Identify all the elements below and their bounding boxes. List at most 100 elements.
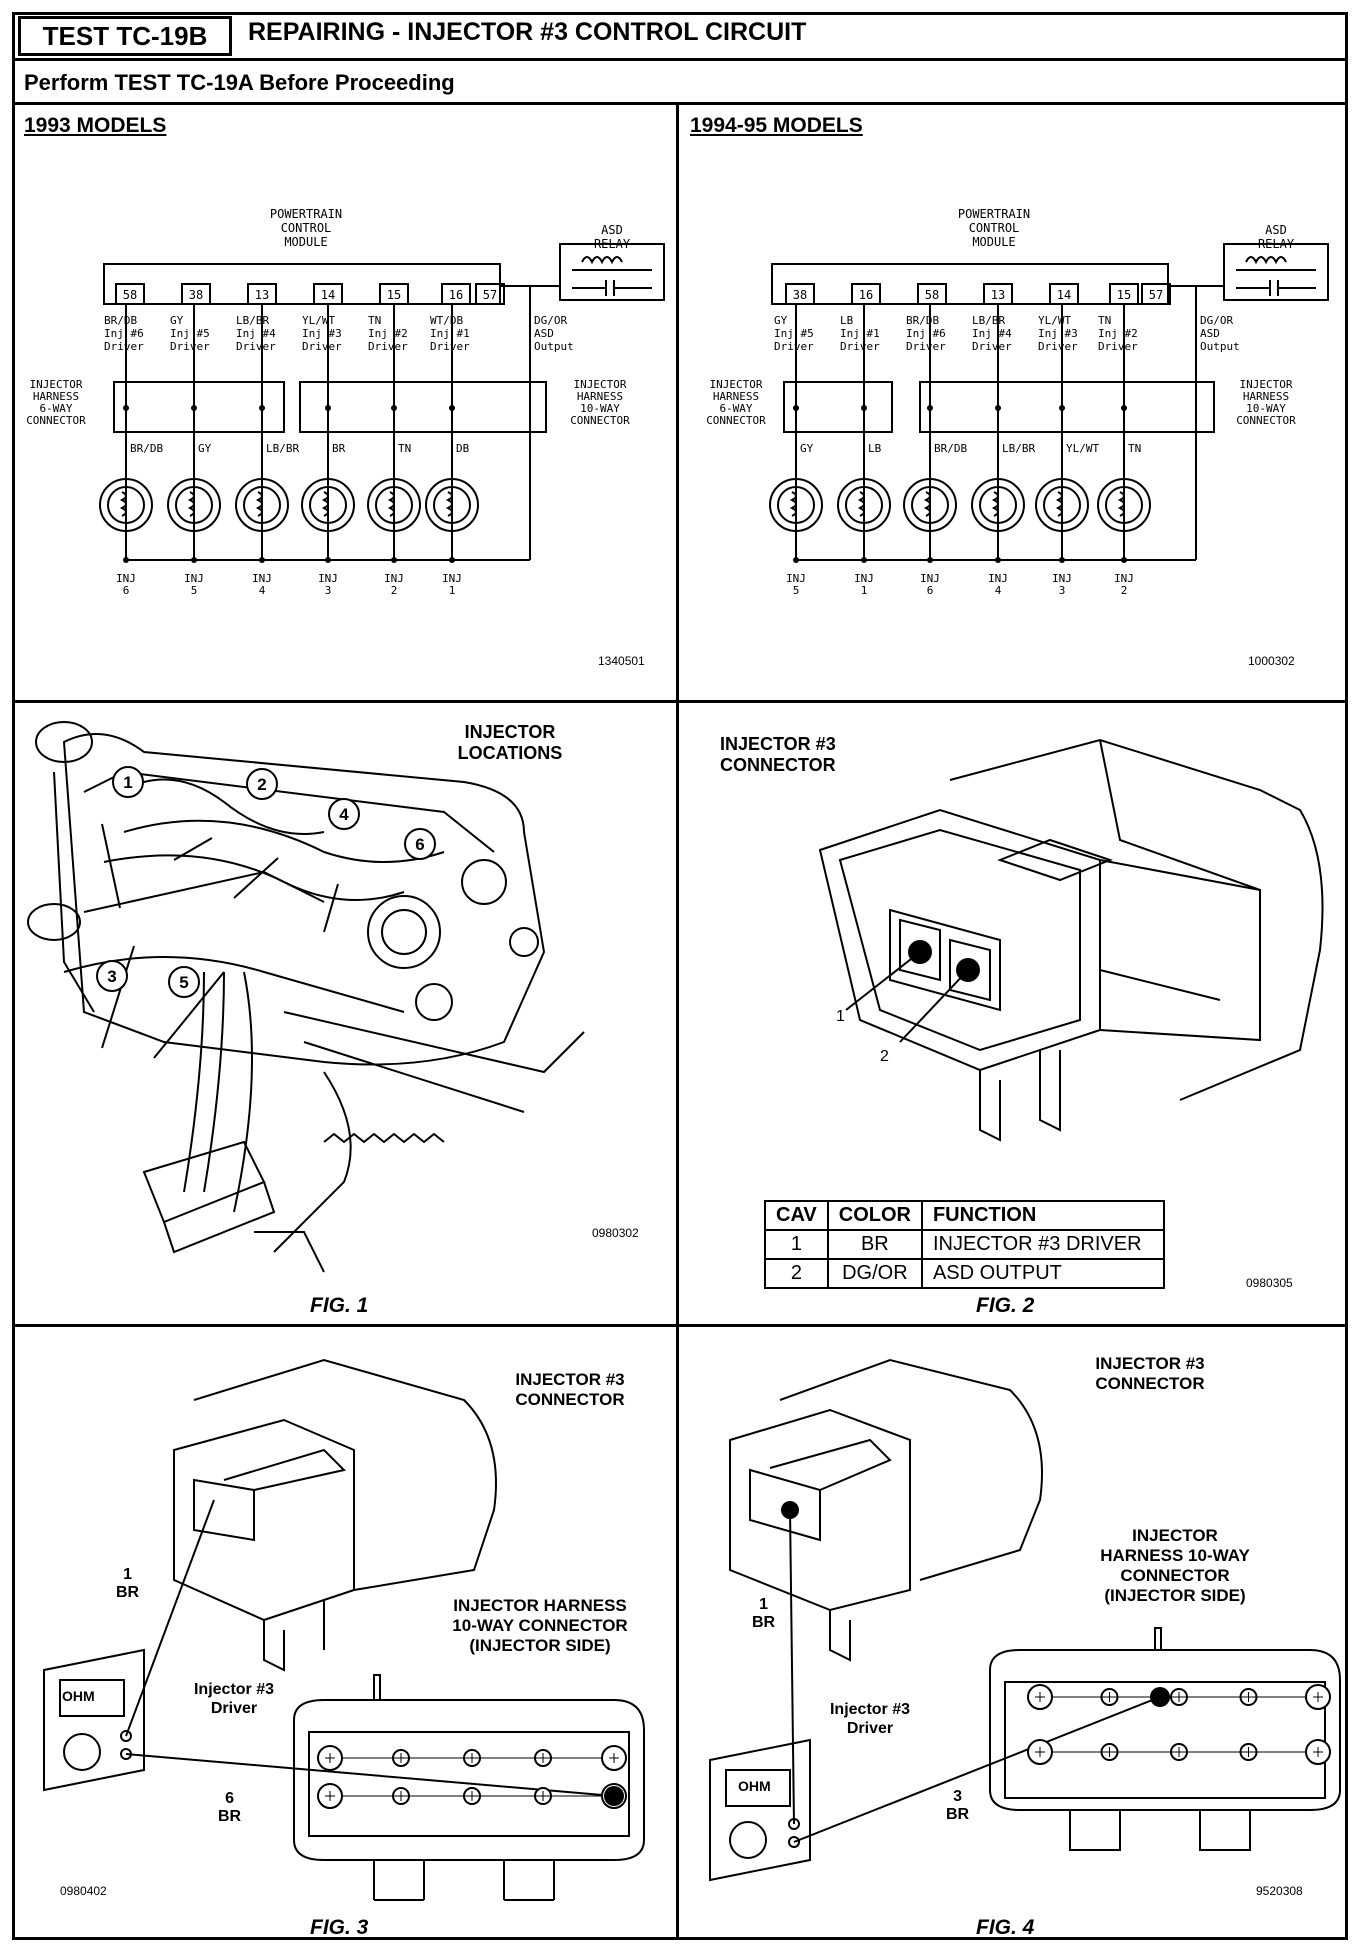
wire-label: Driver bbox=[1038, 340, 1078, 353]
caption-fig2: FIG. 2 bbox=[976, 1294, 1035, 1317]
caption-fig4: FIG. 4 bbox=[976, 1916, 1035, 1939]
injector-coil-icon bbox=[235, 478, 289, 532]
fig4-title-line1: INJECTOR #3 bbox=[1095, 1354, 1205, 1373]
wire-label: Driver bbox=[906, 340, 946, 353]
injector-word: INJ bbox=[318, 572, 338, 585]
fig4-title: INJECTOR #3 CONNECTOR bbox=[1060, 1354, 1240, 1394]
connector-illustration-fig2 bbox=[818, 738, 1324, 1142]
wire-label: LB/BR bbox=[236, 314, 269, 327]
fig3-pin-color: BR bbox=[218, 1808, 242, 1825]
pcm-label: CONTROL bbox=[281, 221, 332, 235]
wire-label: Inj #4 bbox=[972, 327, 1012, 340]
fig3-driver-line2: Driver bbox=[210, 1700, 258, 1717]
injector-number: 1 bbox=[861, 584, 868, 597]
injector-number: 4 bbox=[259, 584, 266, 597]
wire-label: DG/OR bbox=[534, 314, 567, 327]
fig2-title-line1: INJECTOR #3 bbox=[720, 734, 836, 754]
fig4-cavity-num: 1 bbox=[759, 1596, 768, 1613]
test-id: TEST TC-19B bbox=[18, 16, 232, 56]
ref-fig3: 0980402 bbox=[60, 1884, 107, 1898]
fig1-title: INJECTOR LOCATIONS bbox=[400, 722, 620, 764]
cell-color: DG/OR bbox=[826, 1258, 923, 1289]
fig3-cavity-label: 1 BR bbox=[116, 1566, 139, 1602]
cavity-table-header: CAV COLOR FUNCTION bbox=[764, 1200, 1165, 1231]
pin-number: 38 bbox=[189, 288, 203, 302]
fig4-cavity-label: 1 BR bbox=[752, 1596, 775, 1632]
ohmmeter-test-fig3 bbox=[43, 1358, 645, 1901]
asd-relay-label: RELAY bbox=[594, 237, 631, 251]
ref-fig1: 0980302 bbox=[592, 1226, 639, 1240]
wire-label: Inj #1 bbox=[840, 327, 880, 340]
injector-coil-icon bbox=[769, 478, 823, 532]
fig3-driver-line1: Injector #3 bbox=[193, 1681, 275, 1698]
right-connector-label: 10-WAY bbox=[1246, 402, 1286, 415]
asd-relay-label: ASD bbox=[1265, 223, 1287, 237]
callout-number: 4 bbox=[339, 805, 349, 824]
pin-number: 14 bbox=[321, 288, 335, 302]
wire-label: Inj #4 bbox=[236, 327, 276, 340]
right-connector-label: HARNESS bbox=[577, 390, 623, 403]
left-connector-label: CONNECTOR bbox=[26, 414, 86, 427]
injector-coil-icon bbox=[301, 478, 355, 532]
fig4-cavity-color: BR bbox=[752, 1614, 776, 1631]
injector-word: INJ bbox=[988, 572, 1008, 585]
injector-word: INJ bbox=[184, 572, 204, 585]
fig2-callout-1: 1 bbox=[836, 1008, 845, 1025]
ref-1994: 1000302 bbox=[1248, 654, 1295, 668]
injector-number: 2 bbox=[1121, 584, 1128, 597]
wire-label: BR/DB bbox=[906, 314, 939, 327]
pcm-label: MODULE bbox=[972, 235, 1015, 249]
left-connector-label: HARNESS bbox=[33, 390, 79, 403]
fig4-driver-label: Injector #3 Driver bbox=[810, 1700, 930, 1738]
injector-number: 5 bbox=[793, 584, 800, 597]
wire-label: Driver bbox=[972, 340, 1012, 353]
callout-number: 1 bbox=[123, 773, 132, 792]
injector-wire-color: LB/BR bbox=[1002, 442, 1035, 455]
injector-wire-color: GY bbox=[198, 442, 212, 455]
callout-circle bbox=[246, 768, 278, 800]
header-divider bbox=[12, 58, 1348, 61]
caption-fig3: FIG. 3 bbox=[310, 1916, 369, 1939]
fig3-harness-line1: INJECTOR HARNESS bbox=[453, 1596, 627, 1615]
page-frame bbox=[12, 12, 1348, 1940]
injector-word: INJ bbox=[1114, 572, 1134, 585]
fig3-harness-label: INJECTOR HARNESS 10-WAY CONNECTOR (INJEC… bbox=[420, 1596, 660, 1656]
fig4-harness-line1: INJECTOR bbox=[1132, 1526, 1218, 1545]
right-connector-label: INJECTOR bbox=[1240, 378, 1293, 391]
fig4-driver-line1: Injector #3 bbox=[829, 1701, 911, 1718]
left-connector-label: CONNECTOR bbox=[706, 414, 766, 427]
asd-relay-label: RELAY bbox=[1258, 237, 1295, 251]
fig3-harness-line2: 10-WAY CONNECTOR bbox=[452, 1616, 628, 1635]
wire-label: LB/BR bbox=[972, 314, 1005, 327]
page-subtitle: Perform TEST TC-19A Before Proceeding bbox=[24, 70, 455, 95]
fig4-harness-label: INJECTOR HARNESS 10-WAY CONNECTOR (INJEC… bbox=[1080, 1526, 1270, 1606]
left-connector-label: INJECTOR bbox=[30, 378, 83, 391]
callout-circle bbox=[404, 828, 436, 860]
injector-wire-color: GY bbox=[800, 442, 814, 455]
table-row: 1 BR INJECTOR #3 DRIVER bbox=[764, 1229, 1165, 1260]
wire-label: YL/WT bbox=[302, 314, 335, 327]
fig3-harness-line3: (INJECTOR SIDE) bbox=[469, 1636, 611, 1655]
wire-label: Driver bbox=[774, 340, 814, 353]
column-divider bbox=[676, 104, 679, 1938]
heading-1994: 1994-95 MODELS bbox=[690, 114, 863, 137]
fig4-pin-label: 3 BR bbox=[946, 1788, 969, 1824]
row-divider-1 bbox=[12, 700, 1348, 703]
injector-coil-icon bbox=[837, 478, 891, 532]
fig3-title: INJECTOR #3 CONNECTOR bbox=[480, 1370, 660, 1410]
fig4-harness-line3: CONNECTOR bbox=[1120, 1566, 1230, 1585]
injector-word: INJ bbox=[116, 572, 136, 585]
th-color: COLOR bbox=[826, 1200, 923, 1231]
wire-label: WT/DB bbox=[430, 314, 463, 327]
wire-label: Driver bbox=[104, 340, 144, 353]
fig3-cavity-color: BR bbox=[116, 1584, 140, 1601]
wire-label: Inj #1 bbox=[430, 327, 470, 340]
injector-coil-icon bbox=[99, 478, 153, 532]
ref-fig2: 0980305 bbox=[1246, 1276, 1293, 1290]
cavity-table: CAV COLOR FUNCTION 1 BR INJECTOR #3 DRIV… bbox=[764, 1200, 1165, 1289]
wire-label: TN bbox=[1098, 314, 1111, 327]
right-connector-label: INJECTOR bbox=[574, 378, 627, 391]
injector-wire-color: BR/DB bbox=[934, 442, 967, 455]
callout-circle bbox=[328, 798, 360, 830]
